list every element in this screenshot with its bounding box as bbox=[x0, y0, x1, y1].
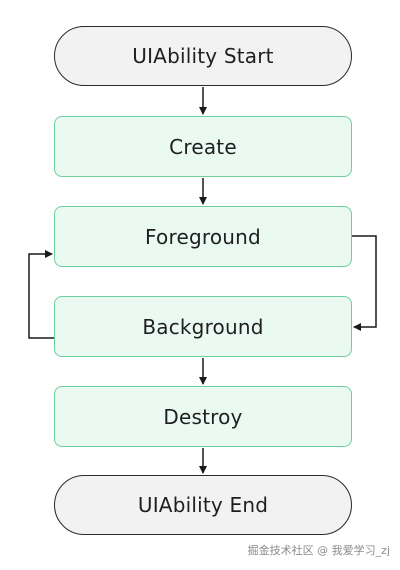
destroy-node: Destroy bbox=[54, 386, 352, 447]
background-node: Background bbox=[54, 296, 352, 357]
create-label: Create bbox=[169, 134, 237, 159]
arrow-foreground-to-background bbox=[352, 235, 377, 331]
start-label: UIAbility Start bbox=[132, 44, 274, 68]
end-label: UIAbility End bbox=[137, 493, 269, 517]
destroy-label: Destroy bbox=[163, 404, 243, 429]
create-node: Create bbox=[54, 116, 352, 177]
background-label: Background bbox=[142, 314, 264, 339]
end-node: UIAbility End bbox=[54, 475, 352, 535]
watermark-text: 掘金技术社区 @ 我爱学习_zj bbox=[247, 544, 390, 557]
start-node: UIAbility Start bbox=[54, 26, 352, 86]
foreground-node: Foreground bbox=[54, 206, 352, 267]
arrow-background-to-foreground bbox=[28, 250, 54, 339]
foreground-label: Foreground bbox=[145, 224, 261, 249]
